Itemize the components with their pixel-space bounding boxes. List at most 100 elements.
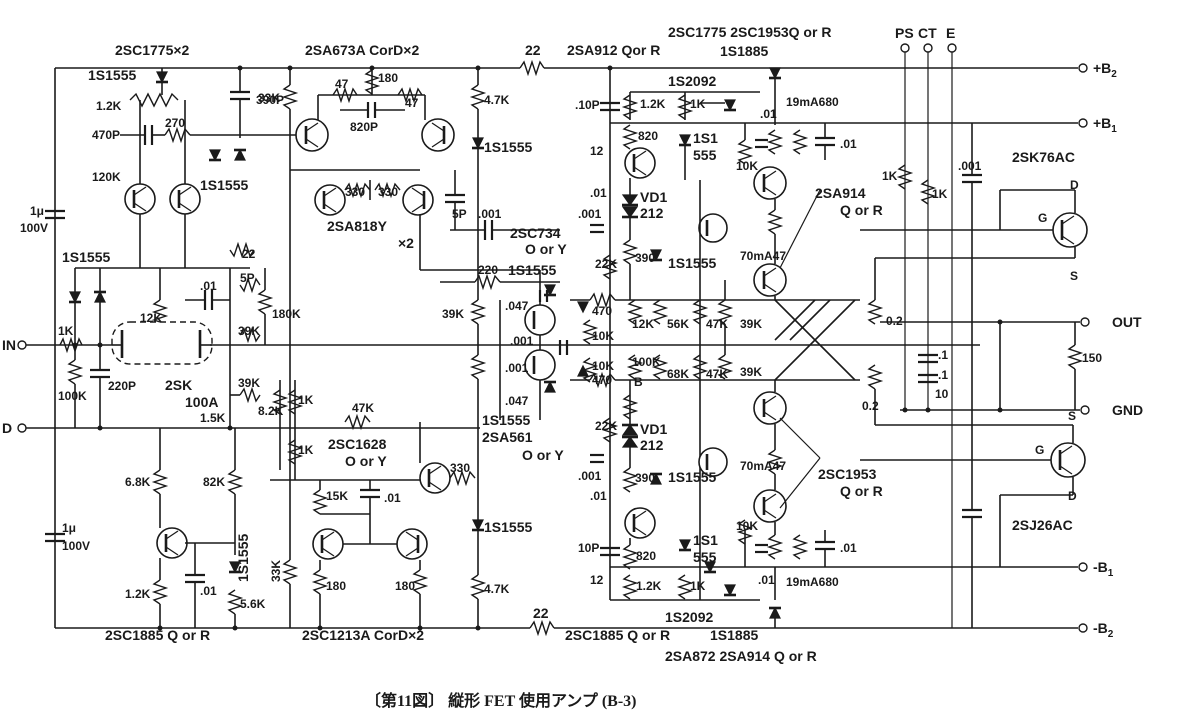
label-c-047-a: .047: [505, 299, 529, 313]
label-c-01-f: .01: [590, 489, 607, 503]
label-r-15k: 15K: [326, 489, 348, 503]
label-r-1k-n: 1K: [298, 443, 314, 457]
label-d-1s1555-a: 1S1555: [88, 67, 136, 83]
transistor-2sc1775-a: [124, 183, 156, 215]
label-r-820-top: 820: [638, 129, 658, 143]
label-d-1s1555-f: 1S1555: [482, 412, 530, 428]
label-c-100v-b: 100V: [62, 539, 90, 553]
terminal-label-minus-b1: -B1: [1093, 559, 1114, 579]
label-r-70ma47-bot: 70mA47: [740, 459, 786, 473]
label-r-82k: 82K: [203, 475, 225, 489]
label-r-19ma680-bot: 19mA680: [786, 575, 839, 589]
terminal-label-ct: CT: [918, 25, 937, 41]
transistor-lower-mid: [698, 447, 728, 477]
label-r-1-2k-c: 1.2K: [636, 579, 662, 593]
terminal-minus-b1[interactable]: [1078, 562, 1088, 572]
label-c-5p-b: 5P: [240, 271, 255, 285]
label-c-001-e: .001: [578, 469, 602, 483]
terminal-label-out: OUT: [1112, 314, 1142, 330]
terminal-plus-b1[interactable]: [1078, 118, 1088, 128]
label-r-180k: 180K: [272, 307, 301, 321]
label-2sc1775-2sc1953: 2SC1775 2SC1953Q or R: [668, 24, 831, 40]
label-r-180-b: 180: [326, 579, 346, 593]
label-d-1s2092-bot: 1S2092: [665, 609, 713, 625]
label-c-1b: .1: [938, 368, 948, 382]
label-d-1s1555-c: 1S1555: [484, 139, 532, 155]
label-r-39k-c: 39K: [238, 324, 260, 338]
label-d-1s1555-w: 1S1555: [668, 469, 716, 485]
label-r-39k-d: 39K: [238, 376, 260, 390]
terminal-ps[interactable]: [900, 43, 910, 53]
terminal-label-minus-b2: -B2: [1093, 620, 1114, 640]
label-d-555-top: 555: [693, 147, 717, 163]
label-r-6-8k: 6.8K: [125, 475, 151, 489]
rail-plus-b2: [55, 59, 1078, 77]
label-2sk100a-b: 100A: [185, 394, 218, 410]
label-c-01-b: .01: [840, 137, 857, 151]
terminal-in[interactable]: [17, 340, 27, 350]
label-r-1-5k: 1.5K: [200, 411, 226, 425]
label-r-390-bot: 390: [635, 471, 655, 485]
label-r-47-a: 47: [335, 77, 349, 91]
transistor-2sj26ac: [1050, 442, 1086, 478]
label-r-8-2k: 8.2K: [258, 404, 284, 418]
label-r-1-2k-d: 1.2K: [125, 587, 151, 601]
label-c-01-i: .01: [200, 584, 217, 598]
terminal-gnd-left[interactable]: [17, 423, 27, 433]
label-2sc1953-b: Q or R: [840, 483, 883, 499]
label-2sk76ac: 2SK76AC: [1012, 149, 1075, 165]
label-2sa818: 2SA818Y: [327, 218, 388, 234]
label-r-150: 150: [1082, 351, 1102, 365]
terminal-out[interactable]: [1080, 317, 1090, 327]
terminal-gnd[interactable]: [1080, 405, 1090, 415]
label-c-1u-b: 1μ: [62, 521, 76, 535]
label-r22-top: 22: [525, 42, 541, 58]
label-r-4-7k-bot: 4.7K: [484, 582, 510, 596]
terminal-label-plus-b2: +B2: [1093, 60, 1117, 80]
label-r-390-top: 390: [635, 251, 655, 265]
label-c-220p: 220P: [108, 379, 136, 393]
transistor-2sa673-a: [295, 118, 329, 152]
label-c-820p: 820P: [350, 120, 378, 134]
label-r-47k-b: 47K: [706, 367, 728, 381]
label-c-01-h: .01: [758, 573, 775, 587]
label-r-1k-top: 1K: [690, 97, 706, 111]
label-c-100v-a: 100V: [20, 221, 48, 235]
label-vd1-bot: VD1: [640, 421, 667, 437]
label-r-1k-m: 1K: [298, 393, 314, 407]
label-c-10p-bot: 10P: [578, 541, 599, 555]
label-r-0-2-b: 0.2: [862, 399, 879, 413]
label-r-22-bot: 22: [533, 605, 549, 621]
terminal-plus-b2[interactable]: [1078, 63, 1088, 73]
transistor-2sc1213-b: [396, 528, 428, 560]
transistor-lower-driver: [753, 489, 787, 523]
label-r-10k-m2: 10K: [592, 359, 614, 373]
label-2sc734: 2SC734: [510, 225, 561, 241]
terminal-e[interactable]: [947, 43, 957, 53]
label-pin-d2: D: [1068, 489, 1077, 503]
label-r-19ma680-top: 19mA680: [786, 95, 839, 109]
label-r-5-6k: 5.6K: [240, 597, 266, 611]
label-r-100k-b: 100K: [632, 355, 661, 369]
label-vd1-212-bot: 212: [640, 437, 664, 453]
label-c-01-e: .01: [384, 491, 401, 505]
transistor-2sc1213-a: [312, 528, 344, 560]
label-r-22k-b: 22K: [595, 419, 617, 433]
label-d-1s1555-e: 1S1555: [508, 262, 556, 278]
label-c-470p: 470P: [92, 128, 120, 142]
terminal-ct[interactable]: [923, 43, 933, 53]
label-r-1-2k-b: 1.2K: [640, 97, 666, 111]
label-c-001-a: .001: [478, 207, 502, 221]
label-r-70ma47-top: 70mA47: [740, 249, 786, 263]
transistor-lower-output: [753, 391, 787, 425]
terminal-label-in: IN: [2, 337, 16, 353]
transistor-2sa561: [524, 349, 556, 381]
label-pin-g1: G: [1038, 211, 1047, 225]
terminal-minus-b2[interactable]: [1078, 623, 1088, 633]
label-r-470-b: 470: [592, 373, 612, 387]
label-2sc734-b: O or Y: [525, 241, 567, 257]
label-r-68k: 68K: [667, 367, 689, 381]
label-r-820-bot: 820: [636, 549, 656, 563]
transistor-upper-output: [753, 263, 787, 297]
label-c-390p: 390P: [256, 93, 284, 107]
